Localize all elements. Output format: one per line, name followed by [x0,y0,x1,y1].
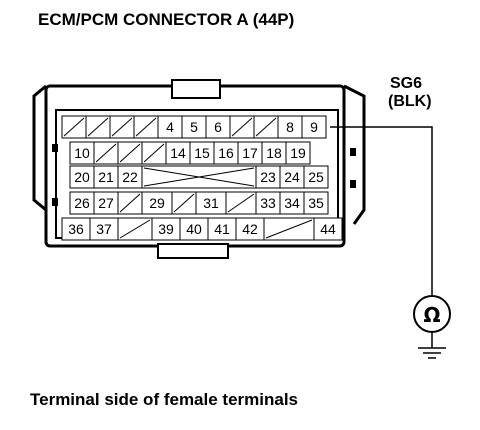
terminal-5: 5 [190,119,198,135]
terminal-24: 24 [284,169,300,185]
terminal-42: 42 [242,221,258,237]
terminal-25: 25 [308,169,324,185]
connector-key [157,243,229,259]
terminal-8: 8 [286,119,294,135]
terminal-9: 9 [310,119,318,135]
ohm-symbol: Ω [423,303,440,327]
terminal-row-1: 4 5 6 8 9 [61,115,327,139]
terminal-14: 14 [170,145,186,161]
probe-wire-color: (BLK) [388,93,432,110]
terminal-17: 17 [242,145,258,161]
probe-wire [330,126,433,296]
probe-label: SG6 [390,75,422,92]
terminal-23: 23 [260,169,276,185]
terminal-27: 27 [98,195,114,211]
diagram-caption: Terminal side of female terminals [30,390,298,409]
terminal-18: 18 [266,145,282,161]
connector-housing [32,84,48,224]
terminal-19: 19 [290,145,306,161]
terminal-31: 31 [203,195,219,211]
terminal-41: 41 [214,221,230,237]
terminal-40: 40 [186,221,202,237]
terminal-29: 29 [149,195,165,211]
terminal-21: 21 [98,169,114,185]
terminal-6: 6 [214,119,222,135]
terminal-36: 36 [68,221,84,237]
terminal-10: 10 [74,145,90,161]
terminal-39: 39 [158,221,174,237]
terminal-16: 16 [218,145,234,161]
terminal-37: 37 [96,221,112,237]
terminal-15: 15 [194,145,210,161]
terminal-row-5: 36 37 39 40 41 42 44 [61,217,343,241]
terminal-44: 44 [320,221,336,237]
terminal-22: 22 [122,169,138,185]
terminal-4: 4 [166,119,174,135]
ground-icon [418,347,446,359]
connector-housing-right [343,84,366,225]
terminal-35: 35 [308,195,324,211]
terminal-row-3: 20 21 22 23 24 25 [69,165,329,189]
terminal-34: 34 [284,195,300,211]
terminal-row-4: 26 27 29 31 33 34 35 [69,191,329,215]
connector-latch [171,79,221,99]
terminal-33: 33 [260,195,276,211]
terminal-20: 20 [74,169,90,185]
diagram-title: ECM/PCM CONNECTOR A (44P) [38,10,295,29]
terminal-26: 26 [74,195,90,211]
terminal-row-2: 10 14 15 16 17 18 19 [69,141,311,165]
